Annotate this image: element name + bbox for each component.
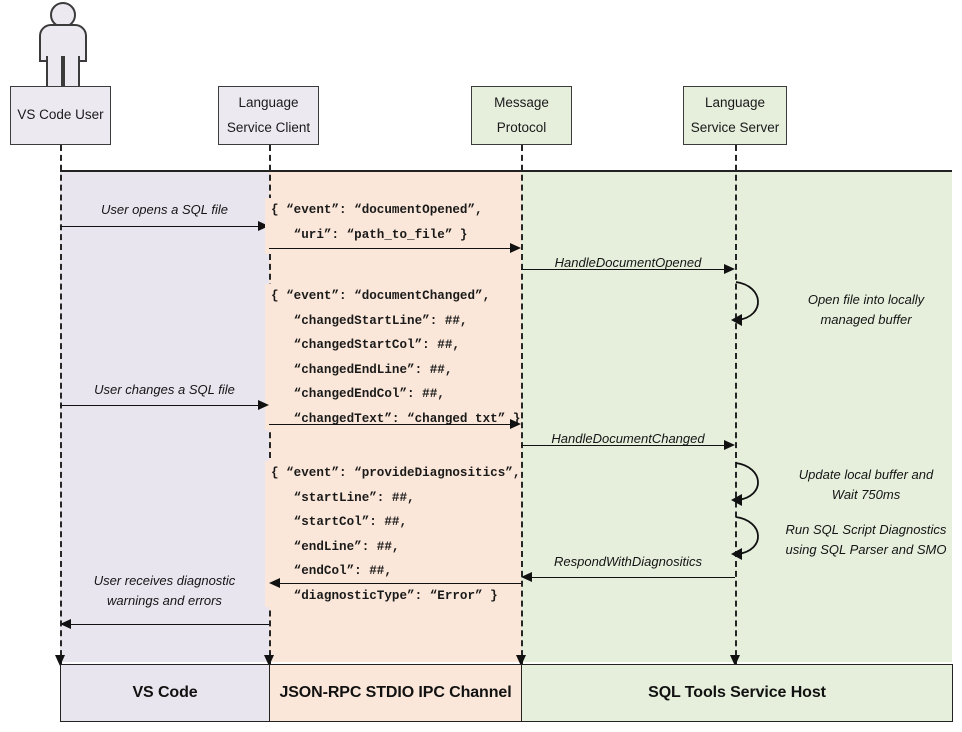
lane-top-rule — [60, 170, 952, 172]
lane-vs-code — [60, 172, 269, 662]
footer-label: VS Code — [132, 684, 198, 701]
payload-document-changed: { “event”: “documentChanged”, “changedSt… — [265, 284, 520, 430]
message-arrowhead-client-to-protocol-opened — [510, 243, 521, 253]
participant-label-line1: Message — [494, 94, 549, 110]
message-label-respond-with-diagnositics: RespondWithDiagnositics — [553, 554, 702, 569]
lifeline-message-protocol — [521, 145, 523, 666]
message-label-user-receives: User receives diagnostic warnings and er… — [60, 571, 269, 611]
message-arrow-protocol-to-client-diagnostics — [278, 583, 521, 584]
footer-cell-vs-code[interactable]: VS Code — [60, 664, 270, 722]
self-message-line2: using SQL Parser and SMO — [785, 542, 947, 558]
self-message-label-run-diagnostics: Run SQL Script Diagnostics using SQL Par… — [770, 520, 962, 560]
message-arrow-user-opens — [60, 226, 260, 227]
message-arrowhead-protocol-to-client-diagnostics — [269, 578, 280, 588]
message-arrow-client-to-protocol-opened — [269, 248, 512, 249]
self-message-line1: Run SQL Script Diagnostics — [785, 522, 947, 537]
participant-label-line2: Service Server — [690, 119, 780, 135]
lifeline-end-arrow-language-service-client — [264, 655, 274, 666]
participant-label-line2: Protocol — [496, 119, 547, 135]
actor-body-icon — [39, 24, 87, 62]
lifeline-end-arrow-message-protocol — [516, 655, 526, 666]
message-arrow-handle-document-changed — [521, 445, 726, 446]
lifeline-language-service-server — [735, 145, 737, 666]
message-label-user-opens: User opens a SQL file — [101, 202, 228, 217]
message-label-user-receives-line2: warnings and errors — [107, 593, 222, 609]
message-arrow-user-changes — [60, 405, 260, 406]
self-message-line1: Update local buffer and — [798, 467, 934, 482]
message-arrowhead-user-opens — [258, 221, 269, 231]
participant-vs-code-user[interactable]: VS Code User — [10, 86, 111, 145]
self-message-line1: Open file into locally — [807, 292, 925, 307]
message-arrow-respond-with-diagnositics — [530, 577, 735, 578]
participant-language-service-server[interactable]: Language Service Server — [683, 86, 787, 145]
self-message-label-open-file: Open file into locally managed buffer — [770, 290, 962, 330]
message-arrowhead-user-changes — [258, 400, 269, 410]
message-arrowhead-respond-with-diagnositics — [521, 572, 532, 582]
participant-message-protocol[interactable]: Message Protocol — [471, 86, 572, 145]
message-label-handle-document-opened: HandleDocumentOpened — [554, 255, 702, 270]
footer-cell-sql-tools-service-host[interactable]: SQL Tools Service Host — [521, 664, 953, 722]
participant-label-line1: Language — [704, 94, 766, 110]
actor-leg-left-icon — [46, 56, 63, 90]
message-label-handle-document-changed: HandleDocumentChanged — [551, 431, 705, 446]
participant-label-line2: Service Client — [226, 119, 311, 135]
participant-language-service-client[interactable]: Language Service Client — [218, 86, 319, 145]
message-arrow-client-to-protocol-changed — [269, 424, 512, 425]
participant-label-line1: Language — [238, 94, 299, 110]
lifeline-end-arrow-vs-code-user — [55, 655, 65, 666]
self-message-label-update-buffer: Update local buffer and Wait 750ms — [770, 465, 962, 505]
actor-person-icon — [0, 0, 122, 90]
payload-provide-diagnositics: { “event”: “provideDiagnositics”, “start… — [265, 461, 520, 607]
message-arrow-user-receives — [69, 624, 269, 625]
message-label-user-receives-line1: User receives diagnostic — [93, 573, 236, 588]
participant-label-line1: VS Code User — [17, 107, 104, 123]
message-arrowhead-client-to-protocol-changed — [510, 419, 521, 429]
message-arrowhead-user-receives — [60, 619, 71, 629]
actor-leg-right-icon — [63, 56, 80, 90]
self-message-line2: Wait 750ms — [831, 487, 901, 503]
footer-label: SQL Tools Service Host — [648, 684, 826, 701]
message-arrowhead-handle-document-opened — [724, 264, 735, 274]
lifeline-end-arrow-language-service-server — [730, 655, 740, 666]
footer-label: JSON-RPC STDIO IPC Channel — [279, 684, 512, 701]
message-label-user-changes: User changes a SQL file — [94, 382, 235, 397]
self-message-line2: managed buffer — [820, 312, 912, 328]
footer-cell-json-rpc-ipc[interactable]: JSON-RPC STDIO IPC Channel — [269, 664, 522, 722]
message-arrowhead-handle-document-changed — [724, 440, 735, 450]
payload-document-opened: { “event”: “documentOpened”, “uri”: “pat… — [265, 198, 517, 254]
message-arrow-handle-document-opened — [521, 269, 726, 270]
